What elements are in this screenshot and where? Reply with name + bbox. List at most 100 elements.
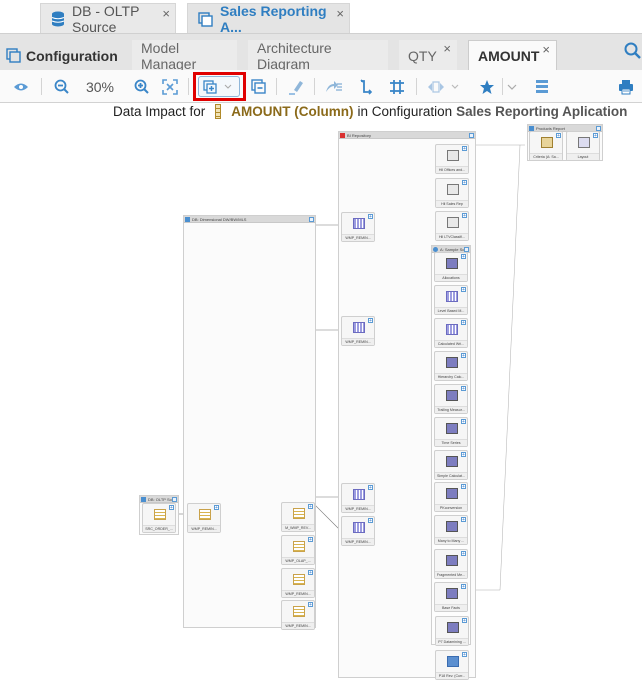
- expand-icon[interactable]: +: [214, 505, 219, 511]
- tab-configuration[interactable]: Configuration: [0, 40, 127, 71]
- tab-amount[interactable]: AMOUNT ×: [468, 40, 557, 71]
- expand-icon[interactable]: +: [461, 353, 466, 359]
- expand-icon[interactable]: +: [461, 320, 466, 326]
- collapse-icon[interactable]: [596, 126, 601, 131]
- node-hierarchy[interactable]: +Hil Sales Rep: [435, 178, 469, 208]
- expand-icon[interactable]: +: [308, 504, 313, 510]
- highlight-icon[interactable]: [285, 70, 307, 103]
- title-prefix: Data Impact for: [113, 104, 206, 119]
- editor-tabs: Configuration Model Manager Architecture…: [0, 33, 642, 72]
- expand-icon[interactable]: +: [556, 133, 561, 139]
- menu-icon[interactable]: [532, 70, 552, 103]
- expand-icon[interactable]: +: [462, 618, 467, 624]
- node-table[interactable]: +SRC_ORDER_...: [142, 503, 176, 533]
- node-physical-table[interactable]: +WMP_REMIN...: [341, 516, 375, 546]
- chevron-down-icon[interactable]: [505, 70, 519, 103]
- expand-icon[interactable]: +: [368, 518, 373, 524]
- collapse-icon[interactable]: [469, 133, 474, 138]
- node-logical-table[interactable]: + PKconversion: [434, 482, 468, 512]
- node-logical-table[interactable]: +Calculated Wri...: [434, 318, 468, 348]
- tab-model-manager[interactable]: Model Manager: [132, 40, 237, 72]
- node-label: PKconversion: [435, 504, 467, 511]
- print-icon[interactable]: [615, 70, 637, 103]
- node-logical-table[interactable]: + Hierarchy Calc...: [434, 351, 468, 381]
- node-logical-table[interactable]: +Allocations: [434, 252, 468, 282]
- node-logical-table[interactable]: +Level Based M...: [434, 285, 468, 315]
- trace-lineage-icon[interactable]: [322, 70, 346, 103]
- node-logical-table[interactable]: +Trailing Measur...: [434, 384, 468, 414]
- expand-icon[interactable]: +: [461, 287, 466, 293]
- expand-icon[interactable]: +: [368, 318, 373, 324]
- expand-icon[interactable]: +: [461, 484, 466, 490]
- expand-icon[interactable]: +: [308, 537, 313, 543]
- close-icon[interactable]: ×: [336, 6, 344, 21]
- doc-tab-oltp-source[interactable]: DB - OLTP Source ×: [40, 3, 176, 35]
- node-logical-table[interactable]: +Fragmented Me...: [434, 549, 468, 579]
- node-label: Hierarchy Calc...: [435, 373, 467, 380]
- expand-icon[interactable]: +: [368, 485, 373, 491]
- node-logical-table[interactable]: +Base Facts: [434, 582, 468, 612]
- node-logical-table[interactable]: +Simple Calculat...: [434, 450, 468, 480]
- node-hierarchy[interactable]: +Hil Offices and...: [435, 144, 469, 174]
- diagram-canvas[interactable]: [0, 103, 642, 678]
- node-view[interactable]: +WMP_REMIN...: [281, 600, 315, 630]
- orthogonal-route-icon[interactable]: [356, 70, 378, 103]
- search-icon[interactable]: [624, 42, 642, 65]
- expand-icon[interactable]: +: [462, 146, 467, 152]
- view-icon: [293, 541, 305, 552]
- zoom-out-icon[interactable]: [50, 70, 72, 103]
- node-logical-table[interactable]: +Time Series: [434, 417, 468, 447]
- logical-table-icon: [446, 324, 458, 335]
- doc-tab-sales-reporting[interactable]: Sales Reporting A... ×: [187, 3, 350, 35]
- node-logical-table[interactable]: +P7 Datamining ...: [435, 616, 469, 646]
- collapse-icon[interactable]: [309, 217, 314, 222]
- node-physical-table[interactable]: +WMP_REMIN...: [341, 316, 375, 346]
- collapse-all-icon[interactable]: [247, 70, 269, 103]
- expand-icon[interactable]: +: [593, 133, 598, 139]
- node-logical-table[interactable]: +Many to Many ...: [434, 515, 468, 545]
- expand-icon[interactable]: +: [461, 452, 466, 458]
- close-icon[interactable]: ×: [443, 41, 451, 56]
- expand-icon[interactable]: +: [461, 419, 466, 425]
- physical-table-icon: [353, 322, 365, 333]
- expand-icon[interactable]: +: [461, 584, 466, 590]
- node-physical-table[interactable]: +WMP_REMIN...: [341, 483, 375, 513]
- fit-to-screen-icon[interactable]: [159, 70, 181, 103]
- expand-icon[interactable]: +: [308, 602, 313, 608]
- node-presentation-table[interactable]: +P18 Rev. (Curr...: [435, 650, 469, 680]
- node-criteria[interactable]: +Criteria (A: Sa...: [529, 131, 563, 161]
- node-table[interactable]: +WMP_REMIN...: [187, 503, 221, 533]
- expand-icon[interactable]: +: [461, 551, 466, 557]
- node-layout[interactable]: +Layout: [566, 131, 600, 161]
- expand-icon[interactable]: +: [462, 652, 467, 658]
- node-physical-table[interactable]: +WMP_REMIN...: [341, 212, 375, 242]
- close-icon[interactable]: ×: [542, 42, 550, 57]
- repository-icon: [340, 133, 345, 138]
- expand-icon[interactable]: +: [461, 517, 466, 523]
- group-dimensional[interactable]: DB: Dimensional DW/BW/MLS: [183, 215, 316, 628]
- expand-icon[interactable]: +: [461, 254, 466, 260]
- expand-icon[interactable]: +: [462, 180, 467, 186]
- expand-icon[interactable]: +: [368, 214, 373, 220]
- collapse-icon[interactable]: [464, 247, 469, 252]
- expand-direction-dropdown[interactable]: [426, 70, 462, 103]
- expand-icon[interactable]: +: [308, 570, 313, 576]
- expand-all-button[interactable]: [198, 76, 240, 97]
- expand-icon[interactable]: +: [461, 386, 466, 392]
- expand-icon[interactable]: +: [169, 505, 174, 511]
- close-icon[interactable]: ×: [162, 6, 170, 21]
- eye-icon[interactable]: [10, 70, 32, 103]
- expand-icon[interactable]: +: [462, 213, 467, 219]
- title-object: AMOUNT (Column): [231, 104, 354, 119]
- node-hierarchy[interactable]: +Hil LTVClassifi...: [435, 211, 469, 241]
- layout-icon[interactable]: [386, 70, 408, 103]
- favorite-star-icon[interactable]: [476, 70, 498, 103]
- zoom-in-icon[interactable]: [130, 70, 152, 103]
- document-tabs: DB - OLTP Source × Sales Reporting A... …: [0, 0, 642, 35]
- node-view[interactable]: +WMP_OLAP_...: [281, 535, 315, 565]
- tab-qty[interactable]: QTY ×: [399, 40, 457, 71]
- tab-architecture-diagram[interactable]: Architecture Diagram: [248, 40, 388, 72]
- node-view[interactable]: +M_WMP_REV...: [281, 502, 315, 532]
- collapse-icon[interactable]: [172, 497, 177, 502]
- node-view[interactable]: +WMP_REMIN...: [281, 568, 315, 598]
